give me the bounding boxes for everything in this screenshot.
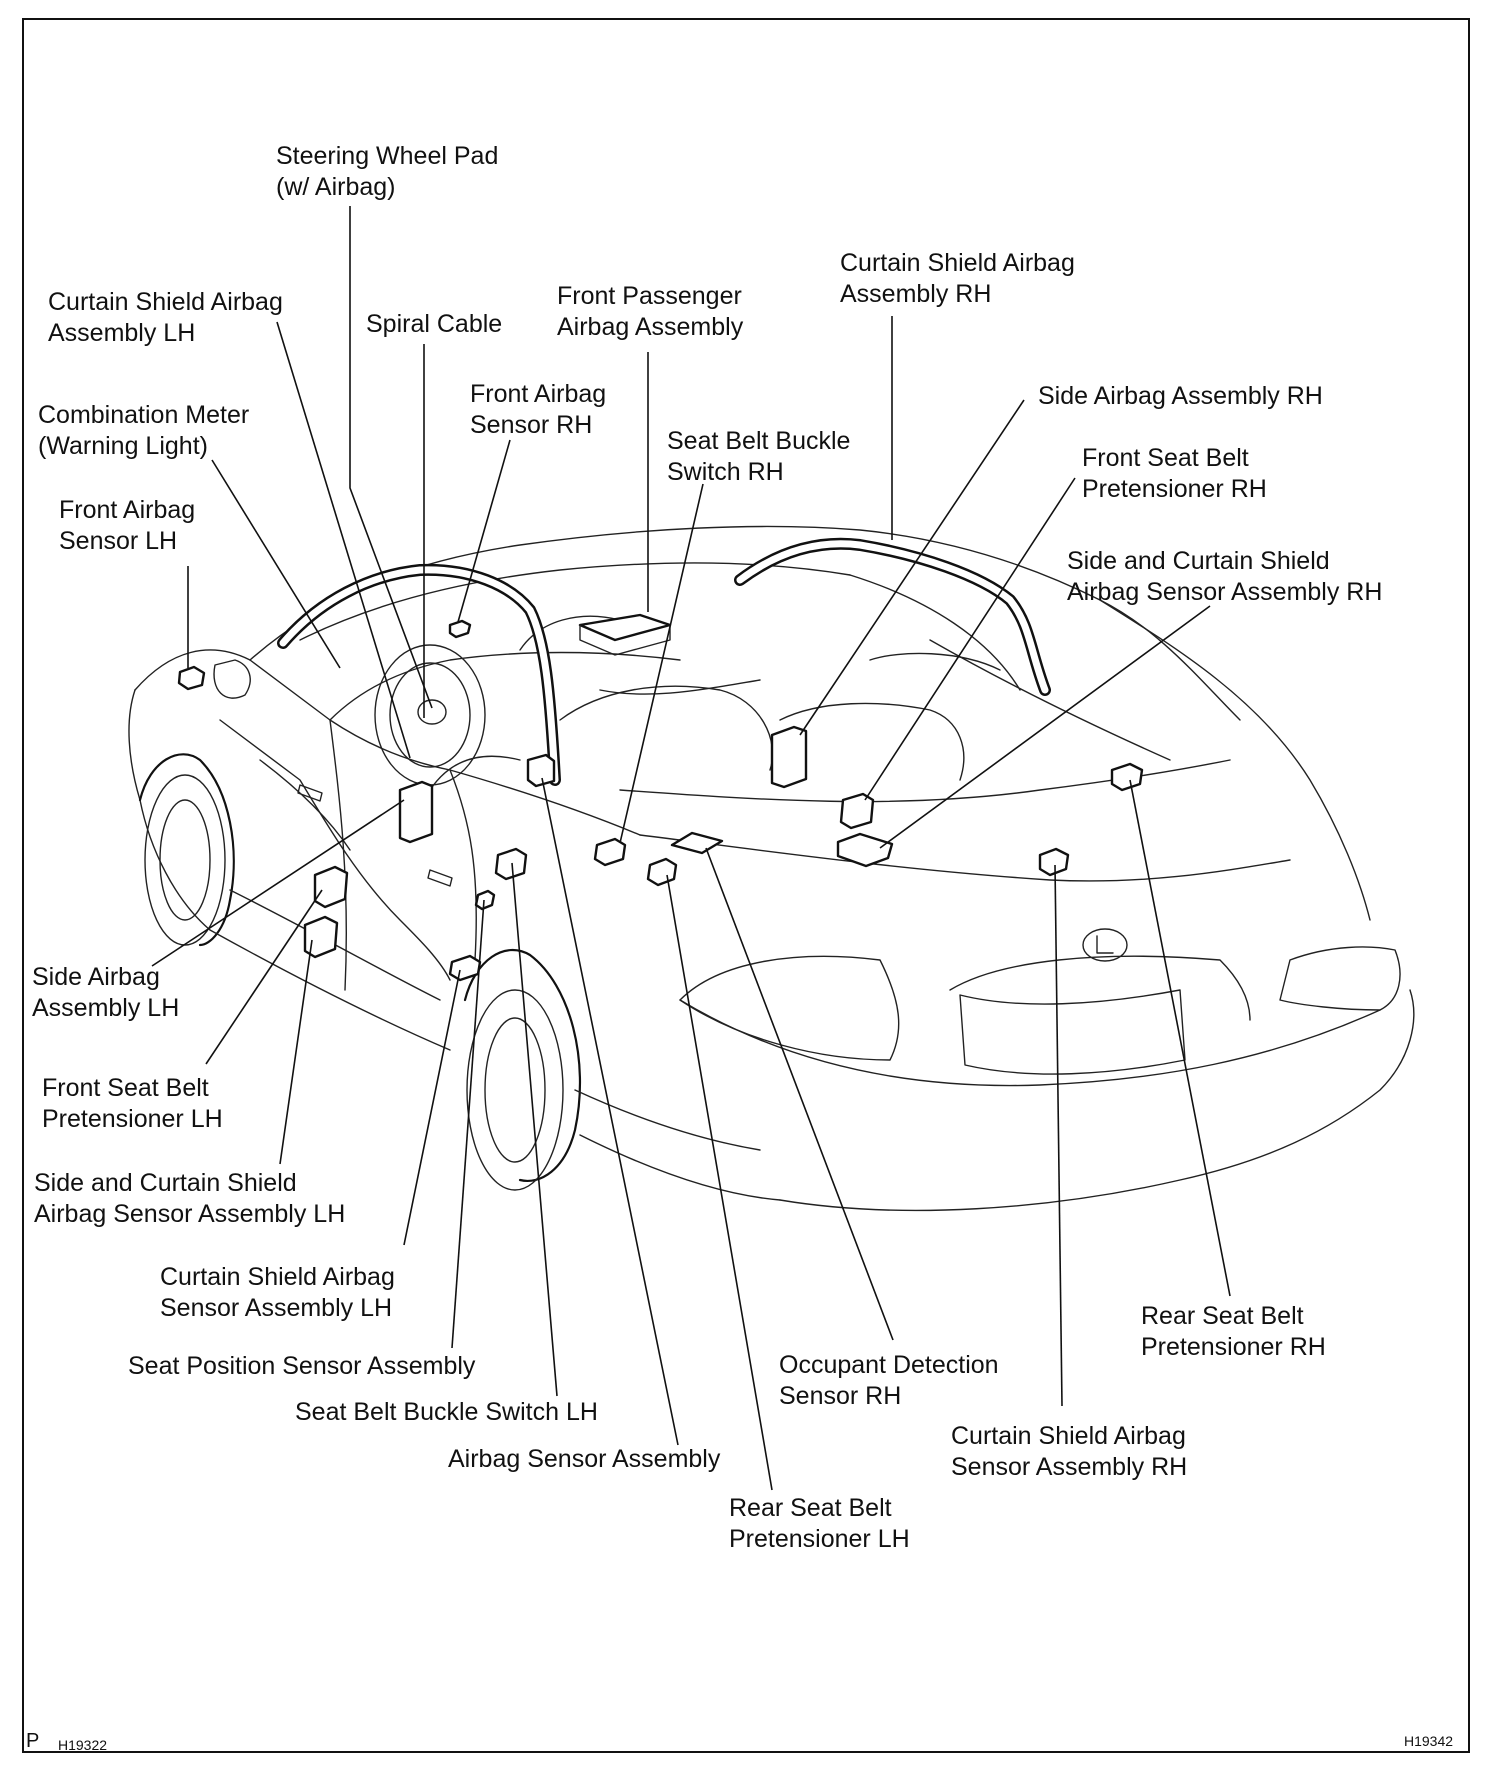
- leader-lines: [151, 206, 1231, 1491]
- label-curtain-shield-airbag-rh: Curtain Shield Airbag Assembly RH: [840, 249, 1075, 308]
- leader-curtain-shield-sensor-lh: [403, 969, 461, 1246]
- label-seat-position-sensor: Seat Position Sensor Assembly: [128, 1352, 476, 1380]
- leader-side-curtain-sensor-lh: [279, 939, 313, 1165]
- leader-front-seat-belt-pretensioner-lh: [205, 889, 323, 1065]
- curtain-shield-sensor-lh-block: [448, 954, 482, 982]
- label-side-airbag-rh: Side Airbag Assembly RH: [1038, 382, 1323, 410]
- label-side-curtain-sensor-lh: Side and Curtain Shield Airbag Sensor As…: [34, 1169, 346, 1228]
- label-curtain-shield-airbag-lh: Curtain Shield Airbag Assembly LH: [48, 288, 283, 347]
- leader-front-seat-belt-pretensioner-rh: [864, 477, 1076, 801]
- seat-belt-buckle-switch-lh-block: [494, 847, 528, 881]
- seat-belt-buckle-switch-rh-block: [593, 837, 627, 867]
- front-airbag-sensor-rh-block: [448, 619, 472, 639]
- label-occupant-detection-sensor: Occupant Detection Sensor RH: [779, 1351, 999, 1410]
- airbag-sensor-assembly-block: [526, 753, 556, 788]
- leader-side-airbag-lh: [151, 799, 405, 967]
- leader-occupant-detection-sensor: [705, 847, 894, 1341]
- footer-code-left: H19322: [58, 1737, 108, 1753]
- leader-airbag-sensor-assembly: [541, 777, 679, 1446]
- leader-rear-seat-belt-pretensioner-lh: [666, 874, 773, 1491]
- side-airbag-rh-block: [770, 725, 808, 789]
- label-front-airbag-sensor-rh: Front Airbag Sensor RH: [470, 380, 607, 439]
- leader-seat-belt-buckle-switch-lh: [511, 862, 558, 1397]
- label-steering-wheel-pad: Steering Wheel Pad (w/ Airbag): [276, 142, 499, 201]
- label-combination-meter: Combination Meter (Warning Light): [38, 401, 250, 460]
- components: [177, 619, 1144, 982]
- side-airbag-lh-block: [398, 780, 434, 844]
- leader-side-curtain-sensor-rh: [879, 605, 1211, 849]
- label-seat-belt-buckle-switch-rh: Seat Belt Buckle Switch RH: [667, 427, 851, 486]
- leader-rear-seat-belt-pretensioner-rh: [1129, 779, 1231, 1297]
- car-body: [128, 525, 1415, 1212]
- footer-code-right: H19342: [1404, 1733, 1454, 1749]
- label-spiral-cable: Spiral Cable: [366, 310, 503, 338]
- label-side-curtain-sensor-rh: Side and Curtain Shield Airbag Sensor As…: [1067, 547, 1383, 606]
- leader-curtain-shield-airbag-lh: [276, 321, 411, 759]
- occupant-detection-sensor-block: [670, 831, 724, 855]
- leader-combination-meter: [211, 459, 341, 669]
- front-seat-belt-pretensioner-rh-block: [839, 792, 875, 830]
- label-front-airbag-sensor-lh: Front Airbag Sensor LH: [59, 496, 196, 555]
- leader-steering-wheel-pad: [349, 206, 433, 709]
- rear-seat-belt-pretensioner-lh-block: [646, 857, 678, 887]
- footer-marker: P: [26, 1730, 40, 1752]
- label-rear-seat-belt-pretensioner-lh: Rear Seat Belt Pretensioner LH: [729, 1494, 910, 1553]
- leader-curtain-shield-sensor-rh: [1054, 864, 1063, 1407]
- label-side-airbag-lh: Side Airbag Assembly LH: [32, 963, 180, 1022]
- side-curtain-sensor-rh-block: [836, 832, 894, 868]
- label-curtain-shield-sensor-rh: Curtain Shield Airbag Sensor Assembly RH: [951, 1422, 1188, 1481]
- curtain-shield-sensor-rh-block: [1038, 847, 1070, 877]
- label-front-passenger-airbag: Front Passenger Airbag Assembly: [557, 282, 744, 341]
- label-rear-seat-belt-pretensioner-rh: Rear Seat Belt Pretensioner RH: [1141, 1302, 1326, 1361]
- front-seat-belt-pretensioner-lh-block: [313, 865, 349, 909]
- leader-side-airbag-rh: [799, 399, 1025, 736]
- leader-seat-position-sensor: [451, 899, 485, 1349]
- seat-position-sensor-block: [474, 889, 496, 911]
- rear-seat-belt-pretensioner-rh-block: [1110, 762, 1144, 792]
- label-airbag-sensor-assembly: Airbag Sensor Assembly: [448, 1445, 721, 1473]
- label-front-seat-belt-pretensioner-rh: Front Seat Belt Pretensioner RH: [1082, 444, 1267, 503]
- side-curtain-sensor-lh-block: [303, 915, 339, 959]
- diagram-frame: [22, 18, 1470, 1753]
- label-seat-belt-buckle-switch-lh: Seat Belt Buckle Switch LH: [295, 1398, 598, 1426]
- leader-seat-belt-buckle-switch-rh: [619, 483, 704, 844]
- label-curtain-shield-sensor-lh: Curtain Shield Airbag Sensor Assembly LH: [160, 1263, 395, 1322]
- front-airbag-sensor-lh-block: [177, 665, 206, 691]
- label-front-seat-belt-pretensioner-lh: Front Seat Belt Pretensioner LH: [42, 1074, 223, 1133]
- leader-front-airbag-sensor-rh: [457, 439, 511, 623]
